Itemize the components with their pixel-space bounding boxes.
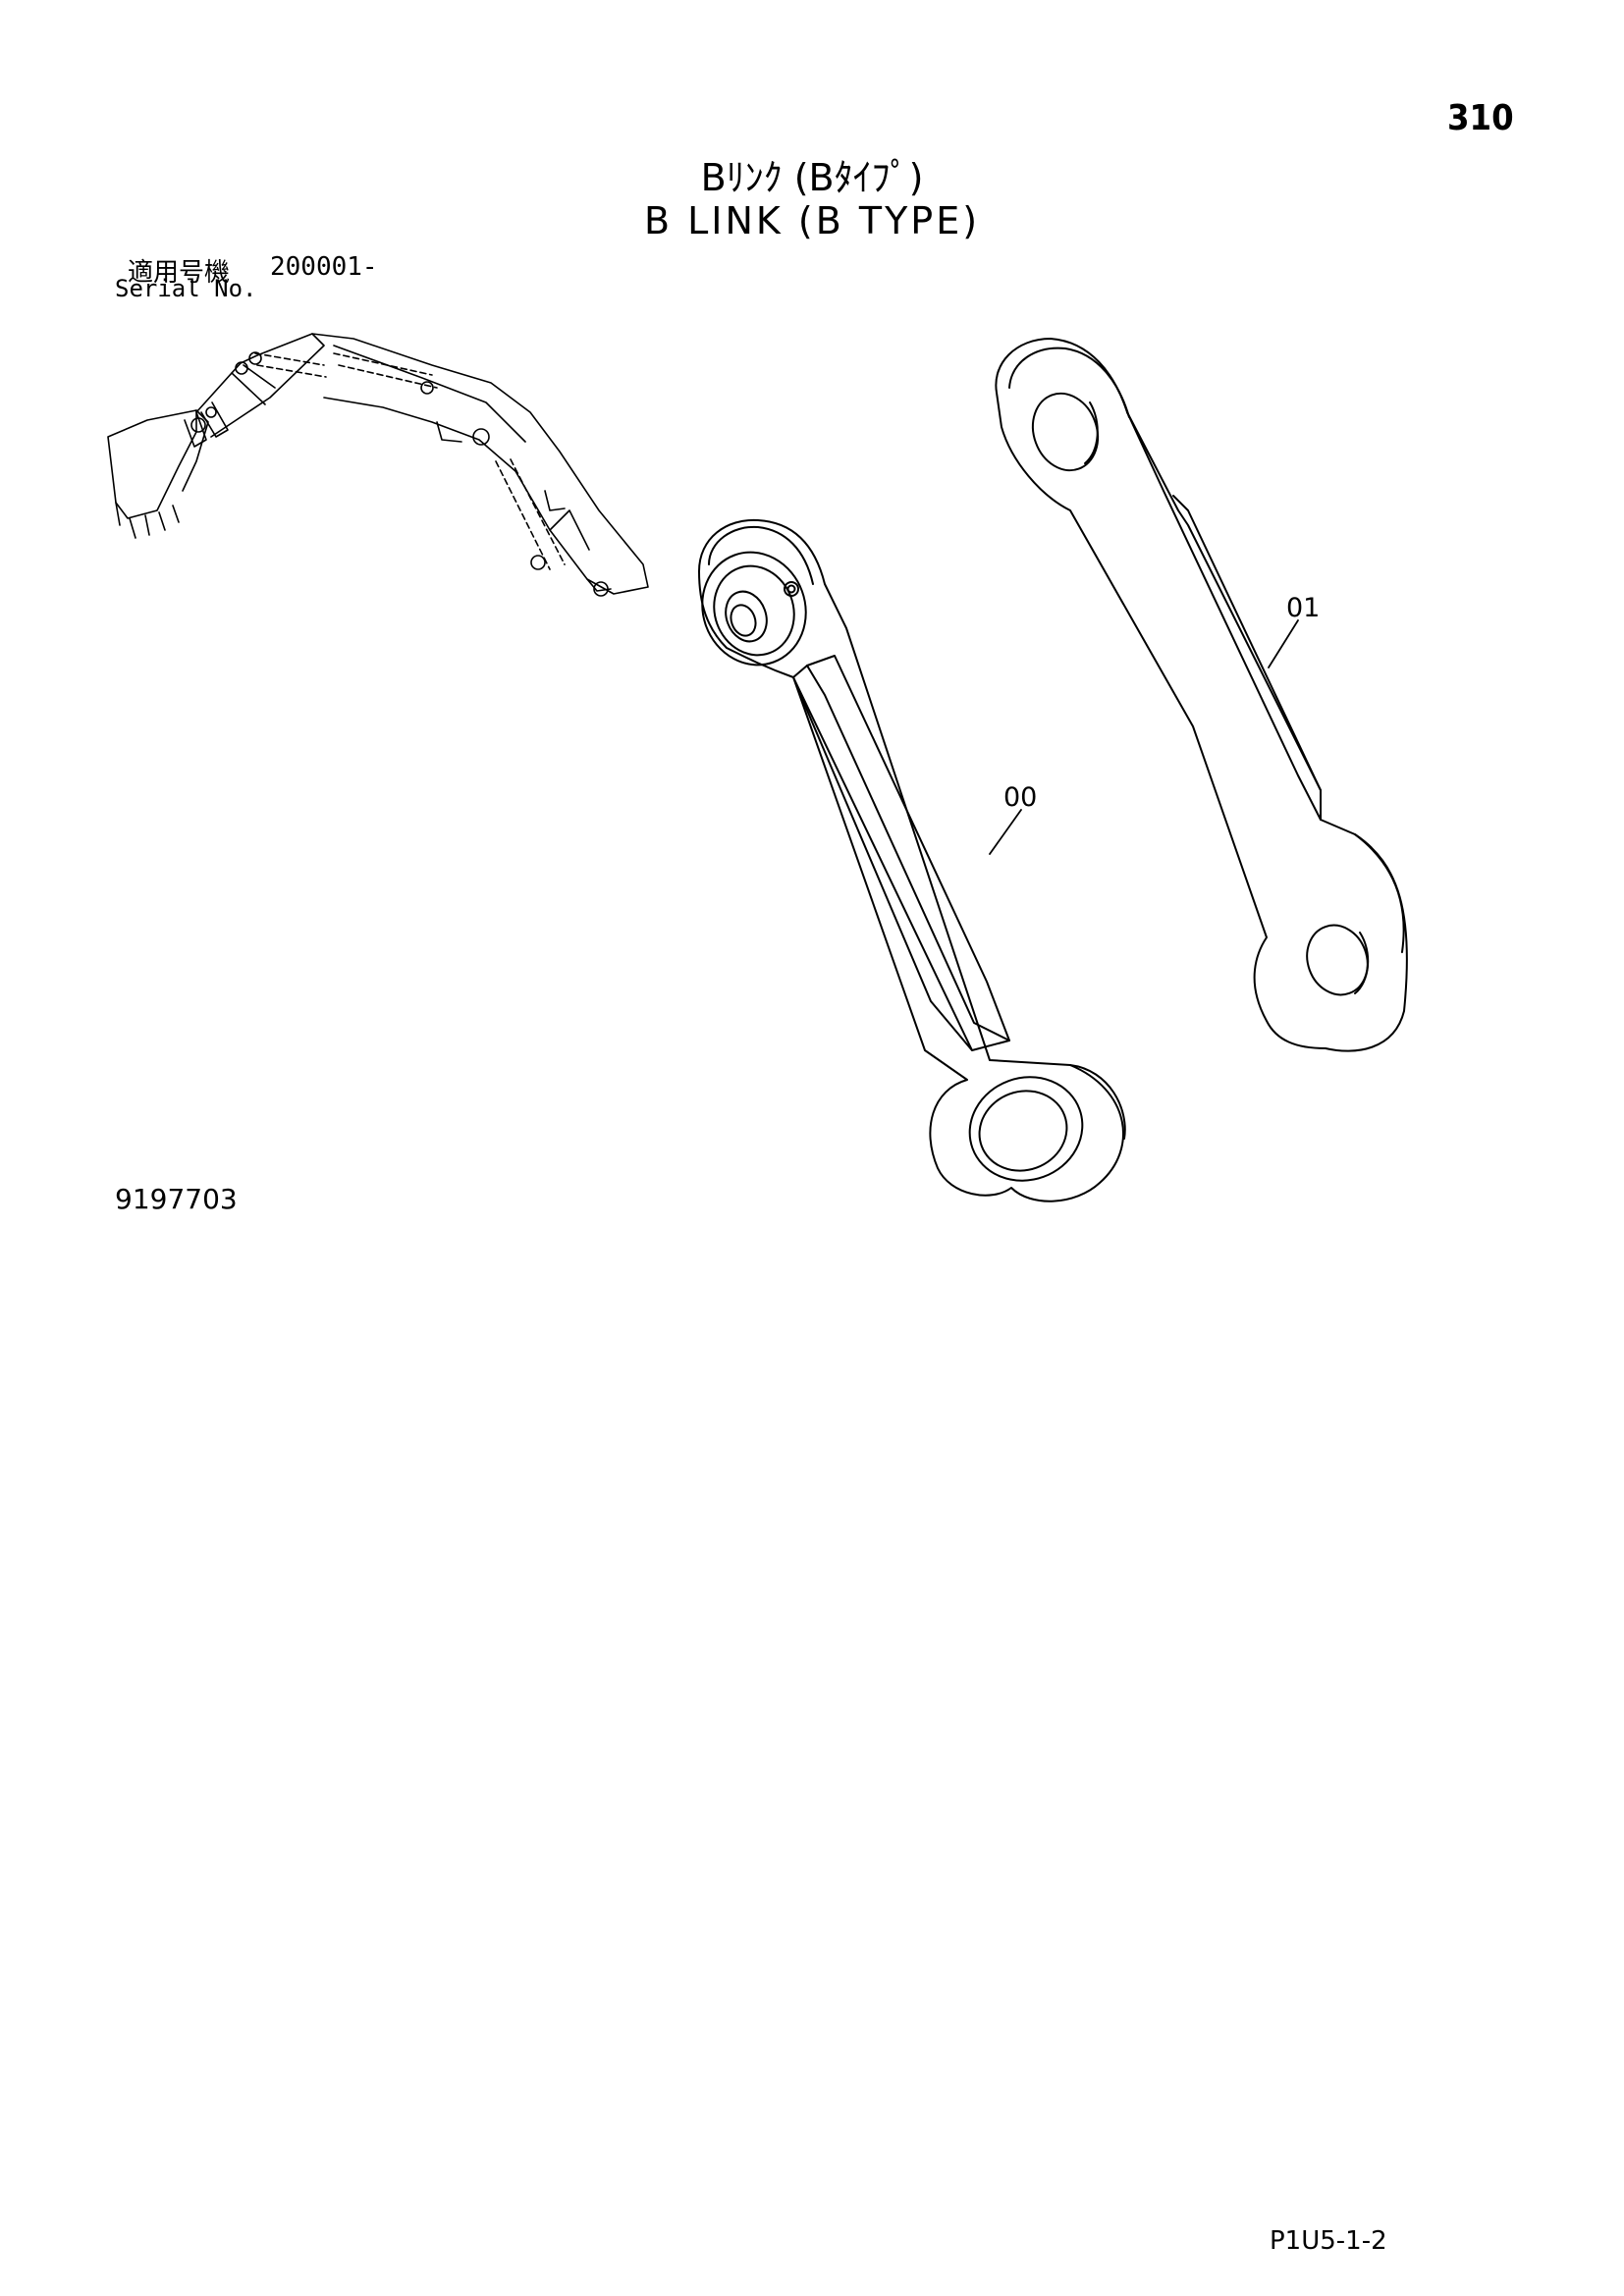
page-number: 310 <box>1447 98 1514 138</box>
serial-label-english: Serial No. <box>115 275 257 302</box>
title-english: B LINK (B TYPE) <box>643 199 981 242</box>
serial-number-range: 200001- <box>270 252 378 282</box>
leader-00 <box>989 809 1022 855</box>
excavator-locator-thumbnail <box>107 333 649 597</box>
callout-leaders <box>989 619 1299 855</box>
callout-00: 00 <box>1003 782 1038 813</box>
callout-01: 01 <box>1286 593 1321 623</box>
title-japanese: Bﾘﾝｸ (Bﾀｲﾌﾟ) <box>700 156 924 199</box>
sheet-code: P1U5-1-2 <box>1270 2226 1387 2256</box>
serial-label-japanese: 適用号機 <box>128 258 231 288</box>
part-00-b-link-with-bosses <box>698 518 1126 1202</box>
leader-01 <box>1268 619 1299 668</box>
drawing-number: 9197703 <box>115 1183 238 1215</box>
part-01-b-link-plain <box>995 338 1408 1052</box>
